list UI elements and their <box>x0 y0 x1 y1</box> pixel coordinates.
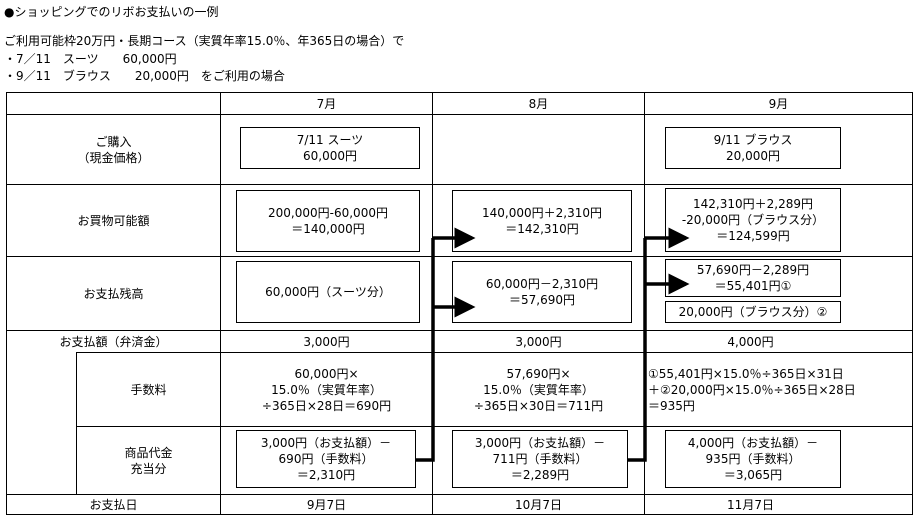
row-label-date: お支払日 <box>89 497 138 512</box>
row-label-available: お買物可能額 <box>77 213 150 228</box>
date-9: 11月7日 <box>727 497 774 512</box>
row-label-principal: 商品代金充当分 <box>124 445 173 476</box>
payment-8: 3,000円 <box>515 334 562 349</box>
payment-7: 3,000円 <box>303 334 350 349</box>
balance-box-9a: 57,690円－2,289円＝55,401円① <box>665 259 841 297</box>
principal-box-8: 3,000円（お支払額）－711円（手数料）＝2,289円 <box>452 430 628 488</box>
available-box-8: 140,000円＋2,310円＝142,310円 <box>452 190 632 252</box>
available-box-9: 142,310円＋2,289円-20,000円（ブラウス分）＝124,599円 <box>665 188 841 252</box>
date-7: 9月7日 <box>306 497 347 512</box>
row-label-purchase: ご購入（現金価格） <box>77 134 150 165</box>
principal-box-7: 3,000円（お支払額）－690円（手数料）＝2,310円 <box>236 430 416 488</box>
fee-9: ①55,401円×15.0％÷365日×31日＋②20,000円×15.0％÷3… <box>648 366 856 413</box>
row-label-balance: お支払残高 <box>83 286 144 301</box>
available-box-7: 200,000円-60,000円＝140,000円 <box>236 190 420 252</box>
balance-box-9b: 20,000円（ブラウス分）② <box>665 301 841 323</box>
balance-box-7: 60,000円（スーツ分） <box>236 261 420 323</box>
intro-line-1: ご利用可能枠20万円・長期コース（実質年率15.0％、年365日の場合）で <box>4 34 405 48</box>
row-label-payment: お支払額（弁済金） <box>59 334 168 349</box>
arrow-line-8 <box>628 238 647 462</box>
payment-9: 4,000円 <box>727 334 774 349</box>
fee-7: 60,000円×15.0％（実質年率）÷365日×28日＝690円 <box>261 366 392 413</box>
arrow-line-7 <box>416 238 435 462</box>
intro-line-3: ・9／11 ブラウス 20,000円 をご利用の場合 <box>4 69 285 83</box>
month-header-7: 7月 <box>316 96 337 111</box>
page-title: ●ショッピングでのリボお支払いの一例 <box>4 5 219 19</box>
principal-box-9: 4,000円（お支払額）－935円（手数料）＝3,065円 <box>665 430 841 488</box>
month-header-8: 8月 <box>528 96 549 111</box>
balance-box-8: 60,000円－2,310円＝57,690円 <box>452 261 632 323</box>
intro-line-2: ・7／11 スーツ 60,000円 <box>4 52 177 66</box>
month-header-9: 9月 <box>768 96 789 111</box>
row-label-fee: 手数料 <box>130 382 167 397</box>
date-8: 10月7日 <box>515 497 562 512</box>
fee-8: 57,690円×15.0％（実質年率）÷365日×30日＝711円 <box>473 366 604 413</box>
